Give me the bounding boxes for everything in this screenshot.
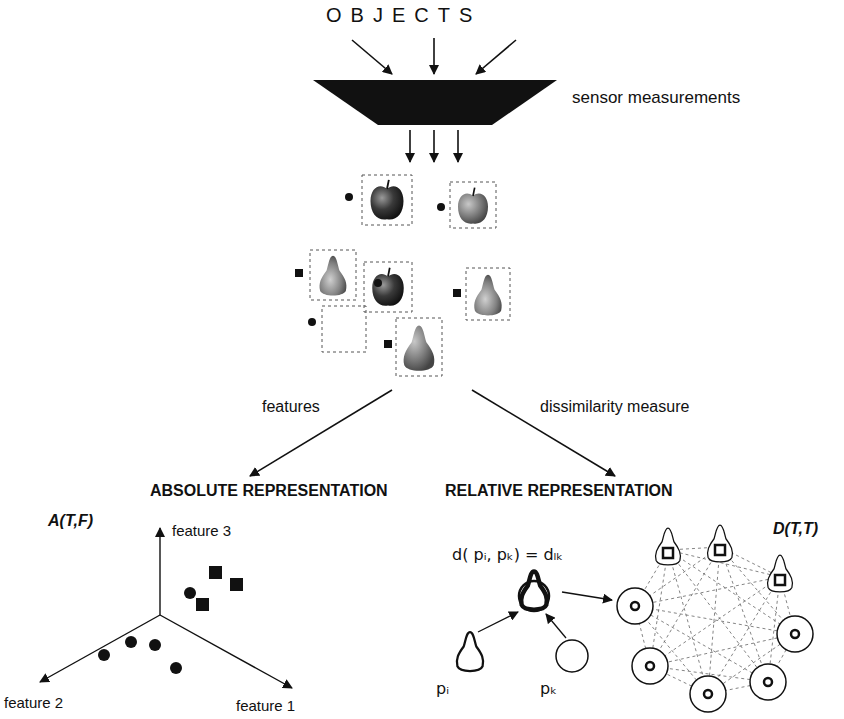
- pair-comparison: [457, 572, 612, 672]
- apple-outline: [750, 664, 786, 700]
- object-label: pₖ: [540, 680, 557, 698]
- dissimilarity-link: [668, 550, 708, 694]
- class-square: [775, 575, 785, 585]
- class-square: [715, 545, 725, 555]
- edge-label: dissimilarity measure: [540, 398, 689, 416]
- dissimilarity-graph: [617, 525, 813, 712]
- class-dot: [791, 630, 799, 638]
- feature-axes: [40, 528, 292, 688]
- axis-label: feature 1: [236, 697, 295, 714]
- apple-outline: [617, 588, 653, 624]
- apple-outline: [777, 616, 813, 652]
- edge-label: features: [262, 398, 320, 416]
- class-dot: [764, 678, 772, 686]
- apple-outline: [632, 648, 668, 684]
- formula-label: d( pᵢ, pₖ) = dₗₖ: [452, 546, 563, 564]
- sensor-symbol: [313, 80, 557, 125]
- sensor-label: sensor measurements: [572, 88, 740, 108]
- class-square: [663, 548, 673, 558]
- dissimilarity-link: [708, 547, 720, 694]
- section-heading: ABSOLUTE REPRESENTATION: [150, 482, 388, 500]
- matrix-label: D(T,T): [773, 520, 818, 538]
- dissimilarity-link: [635, 577, 780, 606]
- object-label: pᵢ: [436, 680, 449, 698]
- class-dot: [646, 662, 654, 670]
- pear-outline: [768, 555, 793, 592]
- feature-points: [98, 566, 243, 674]
- apple-outline: [690, 676, 726, 712]
- pear-outline: [656, 528, 681, 565]
- object-images: [295, 175, 510, 376]
- dissimilarity-link: [668, 550, 768, 682]
- class-dot: [704, 690, 712, 698]
- input-arrows: [352, 38, 516, 74]
- output-arrows: [410, 130, 458, 162]
- title-label: OBJECTS: [326, 4, 481, 27]
- dissimilarity-link: [668, 550, 795, 634]
- pear-outline: [708, 525, 733, 562]
- axis-label: feature 2: [4, 694, 63, 711]
- matrix-label: A(T,F): [48, 512, 93, 530]
- dissimilarity-link: [635, 606, 795, 634]
- class-dot: [631, 602, 639, 610]
- dissimilarity-link: [720, 547, 768, 682]
- dissimilarity-link: [650, 634, 795, 666]
- axis-label: feature 3: [172, 522, 231, 539]
- section-heading: RELATIVE REPRESENTATION: [445, 482, 673, 500]
